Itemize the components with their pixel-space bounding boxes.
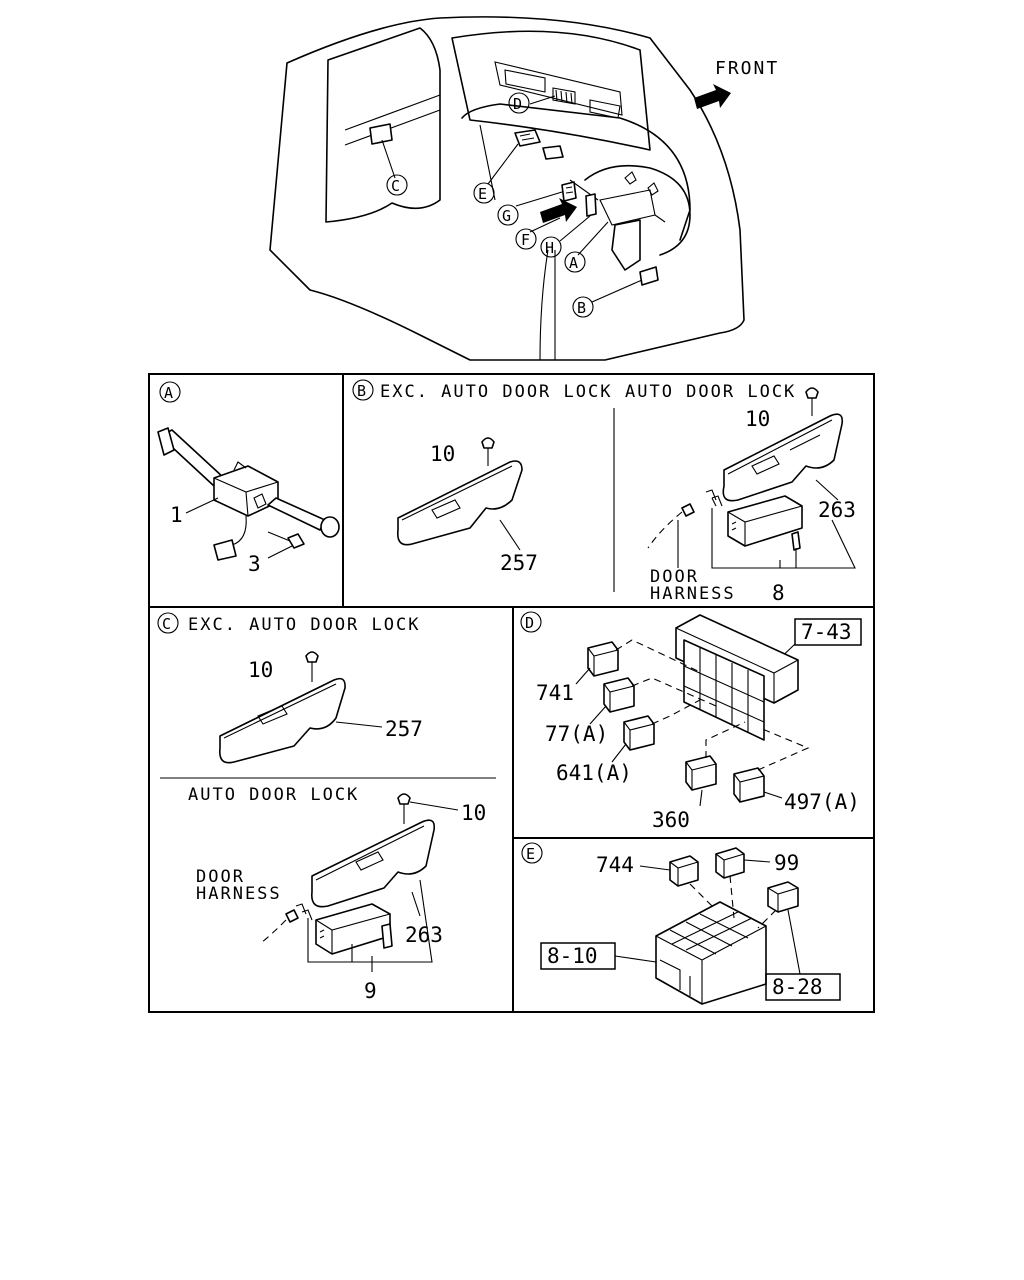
panel-b: B EXC. AUTO DOOR LOCK AUTO DOOR LOCK 10 … <box>352 379 856 605</box>
callout-c: C <box>386 174 408 196</box>
detail-grid <box>148 373 875 1013</box>
ref-8-10: 8-10 <box>547 944 598 968</box>
panel-a-id: A <box>164 384 173 402</box>
part-257-label: 257 <box>500 551 538 575</box>
harness-c-line2: HARNESS <box>196 884 282 904</box>
callout-f: F <box>515 228 537 250</box>
panel-c-id: C <box>162 615 171 633</box>
part-263c-label: 263 <box>405 923 443 947</box>
panel-d: D 7-43 741 77(A) 641(A) <box>520 611 862 832</box>
vehicle-overview: FRONT D C E G F H A B <box>269 16 779 361</box>
svg-text:H: H <box>545 239 554 257</box>
part-641a-label: 641(A) <box>556 761 632 785</box>
part-1-label: 1 <box>170 503 183 527</box>
part-257c-label: 257 <box>385 717 423 741</box>
panel-c: C EXC. AUTO DOOR LOCK 10 257 AUTO DOOR L… <box>157 612 486 1003</box>
part-263-label: 263 <box>818 498 856 522</box>
part-10c-label: 10 <box>248 658 273 682</box>
svg-text:G: G <box>502 207 511 225</box>
harness-c-line1: DOOR <box>196 867 245 887</box>
part-741-label: 741 <box>536 681 574 705</box>
svg-text:D: D <box>513 95 522 113</box>
ref-7-43: 7-43 <box>801 620 852 644</box>
callout-a: A <box>564 251 586 273</box>
part-497a-label: 497(A) <box>784 790 860 814</box>
panel-c-top-title: EXC. AUTO DOOR LOCK <box>188 615 420 635</box>
part-8-label: 8 <box>772 581 785 605</box>
part-3-label: 3 <box>248 552 261 576</box>
harness-label-line2: HARNESS <box>650 584 736 604</box>
part-10b-label: 10 <box>745 407 770 431</box>
part-99-label: 99 <box>774 851 799 875</box>
part-10-label: 10 <box>430 442 455 466</box>
panel-a: A 1 3 <box>157 381 340 576</box>
panel-b-right-title: AUTO DOOR LOCK <box>625 382 796 402</box>
callout-e: E <box>473 182 495 204</box>
callout-b: B <box>572 296 594 318</box>
part-360-label: 360 <box>652 808 690 832</box>
panel-b-left-title: EXC. AUTO DOOR LOCK <box>380 382 612 402</box>
panel-c-bottom-title: AUTO DOOR LOCK <box>188 785 359 805</box>
panel-b-id: B <box>357 382 366 400</box>
callout-d: D <box>508 92 530 114</box>
panel-e-id: E <box>526 845 535 863</box>
part-9-label: 9 <box>364 979 377 1003</box>
svg-text:C: C <box>391 177 400 195</box>
svg-text:B: B <box>577 299 586 317</box>
callout-h: H <box>540 236 562 258</box>
ref-8-28: 8-28 <box>772 975 823 999</box>
panel-d-id: D <box>525 614 534 632</box>
panel-e: E 8-10 8-28 744 99 <box>521 842 841 1005</box>
svg-text:E: E <box>478 185 487 203</box>
callout-g: G <box>497 204 519 226</box>
part-744-label: 744 <box>596 853 634 877</box>
svg-text:F: F <box>521 231 530 249</box>
svg-text:A: A <box>569 254 578 272</box>
part-10d-label: 10 <box>461 801 486 825</box>
harness-label-line1: DOOR <box>650 567 699 587</box>
part-77a-label: 77(A) <box>545 722 608 746</box>
front-label: FRONT <box>715 58 779 79</box>
